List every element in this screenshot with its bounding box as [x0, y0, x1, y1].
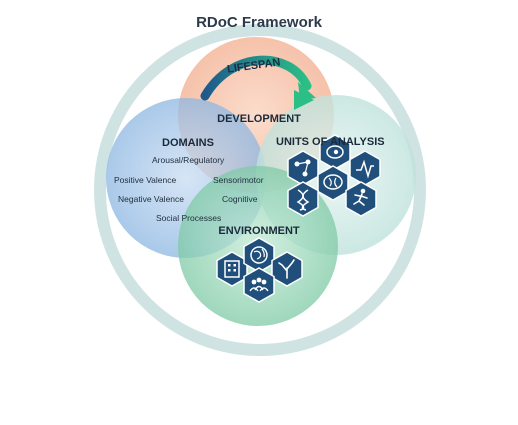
domain-item-social-processes: Social Processes: [156, 213, 222, 223]
outer-ring: [94, 24, 426, 356]
behavior-icon: [345, 181, 377, 217]
lifespan-arrowhead: [294, 90, 314, 110]
development-label: DEVELOPMENT: [217, 113, 301, 125]
community-icon: [243, 267, 275, 303]
units-of-analysis-label: UNITS OF ANALYSIS: [276, 136, 385, 148]
brain-icon: [317, 165, 349, 201]
lifespan-arrowhead-top: [298, 82, 316, 100]
building-icon: [216, 251, 248, 287]
tree-icon: [271, 251, 303, 287]
physiology-icon: [349, 150, 381, 186]
environment-label: ENVIRONMENT: [218, 225, 300, 237]
domain-item-positive-valence: Positive Valence: [114, 175, 177, 185]
lifespan-arrow: [200, 55, 312, 101]
domain-item-negative-valence: Negative Valence: [118, 194, 184, 204]
domain-item-sensorimotor: Sensorimotor: [213, 175, 264, 185]
dna-icon: [287, 181, 319, 217]
molecule-icon: [287, 150, 319, 186]
domains-label: DOMAINS: [162, 137, 214, 149]
domain-item-arousal: Arousal/Regulatory: [152, 155, 225, 165]
globe-icon: [243, 237, 275, 273]
diagram-title: RDoC Framework: [196, 14, 322, 31]
domain-item-cognitive: Cognitive: [222, 194, 258, 204]
